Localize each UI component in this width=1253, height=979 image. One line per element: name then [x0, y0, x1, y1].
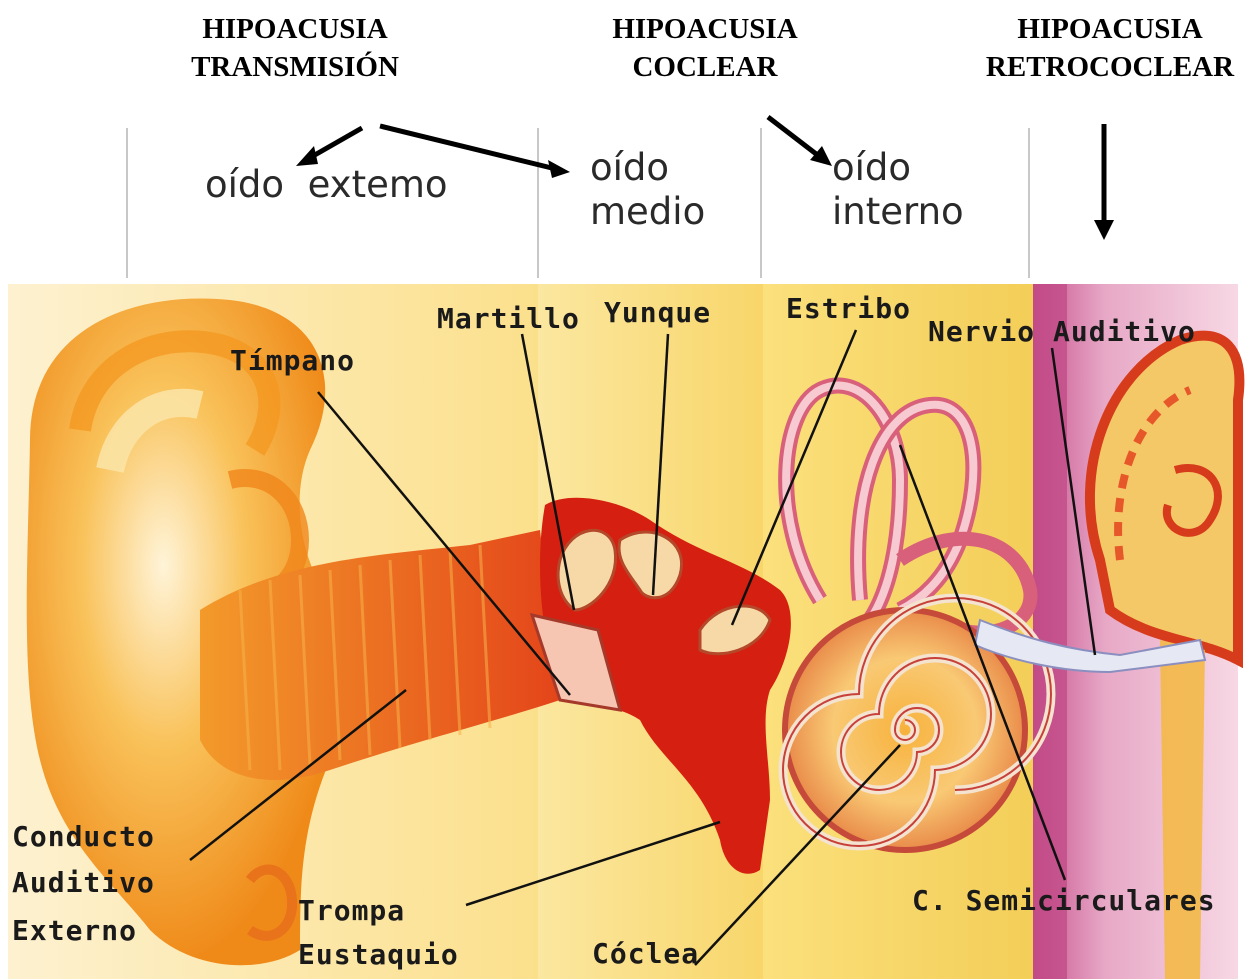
label-nervio-auditivo: Nervio Auditivo [928, 313, 1196, 351]
region-oido-interno-line1: oído [832, 146, 964, 190]
label-conducto-line1: Conducto [12, 818, 155, 864]
region-oido-medio: oído medio [590, 146, 705, 234]
label-trompa-line1: Trompa [298, 892, 459, 936]
label-trompa-line2: Eustaquio [298, 936, 459, 974]
region-oido-medio-line2: medio [590, 190, 705, 234]
label-trompa-eustaquio: Trompa Eustaquio [298, 892, 459, 974]
label-canales-semicirculares: C. Semicirculares [912, 882, 1216, 920]
label-yunque: Yunque [604, 294, 711, 332]
label-estribo: Estribo [786, 290, 911, 328]
region-oido-externo: oído extemo [205, 163, 448, 207]
label-conducto-line2: Auditivo [12, 864, 155, 912]
region-oido-medio-line1: oído [590, 146, 705, 190]
label-conducto-auditivo-externo: Conducto Auditivo Externo [12, 818, 155, 950]
label-coclea: Cóclea [592, 935, 699, 973]
label-martillo: Martillo [437, 300, 580, 338]
region-oido-interno: oído interno [832, 146, 964, 234]
region-oido-interno-line2: interno [832, 190, 964, 234]
label-timpano: Tímpano [230, 342, 355, 380]
label-conducto-line3: Externo [12, 912, 155, 950]
